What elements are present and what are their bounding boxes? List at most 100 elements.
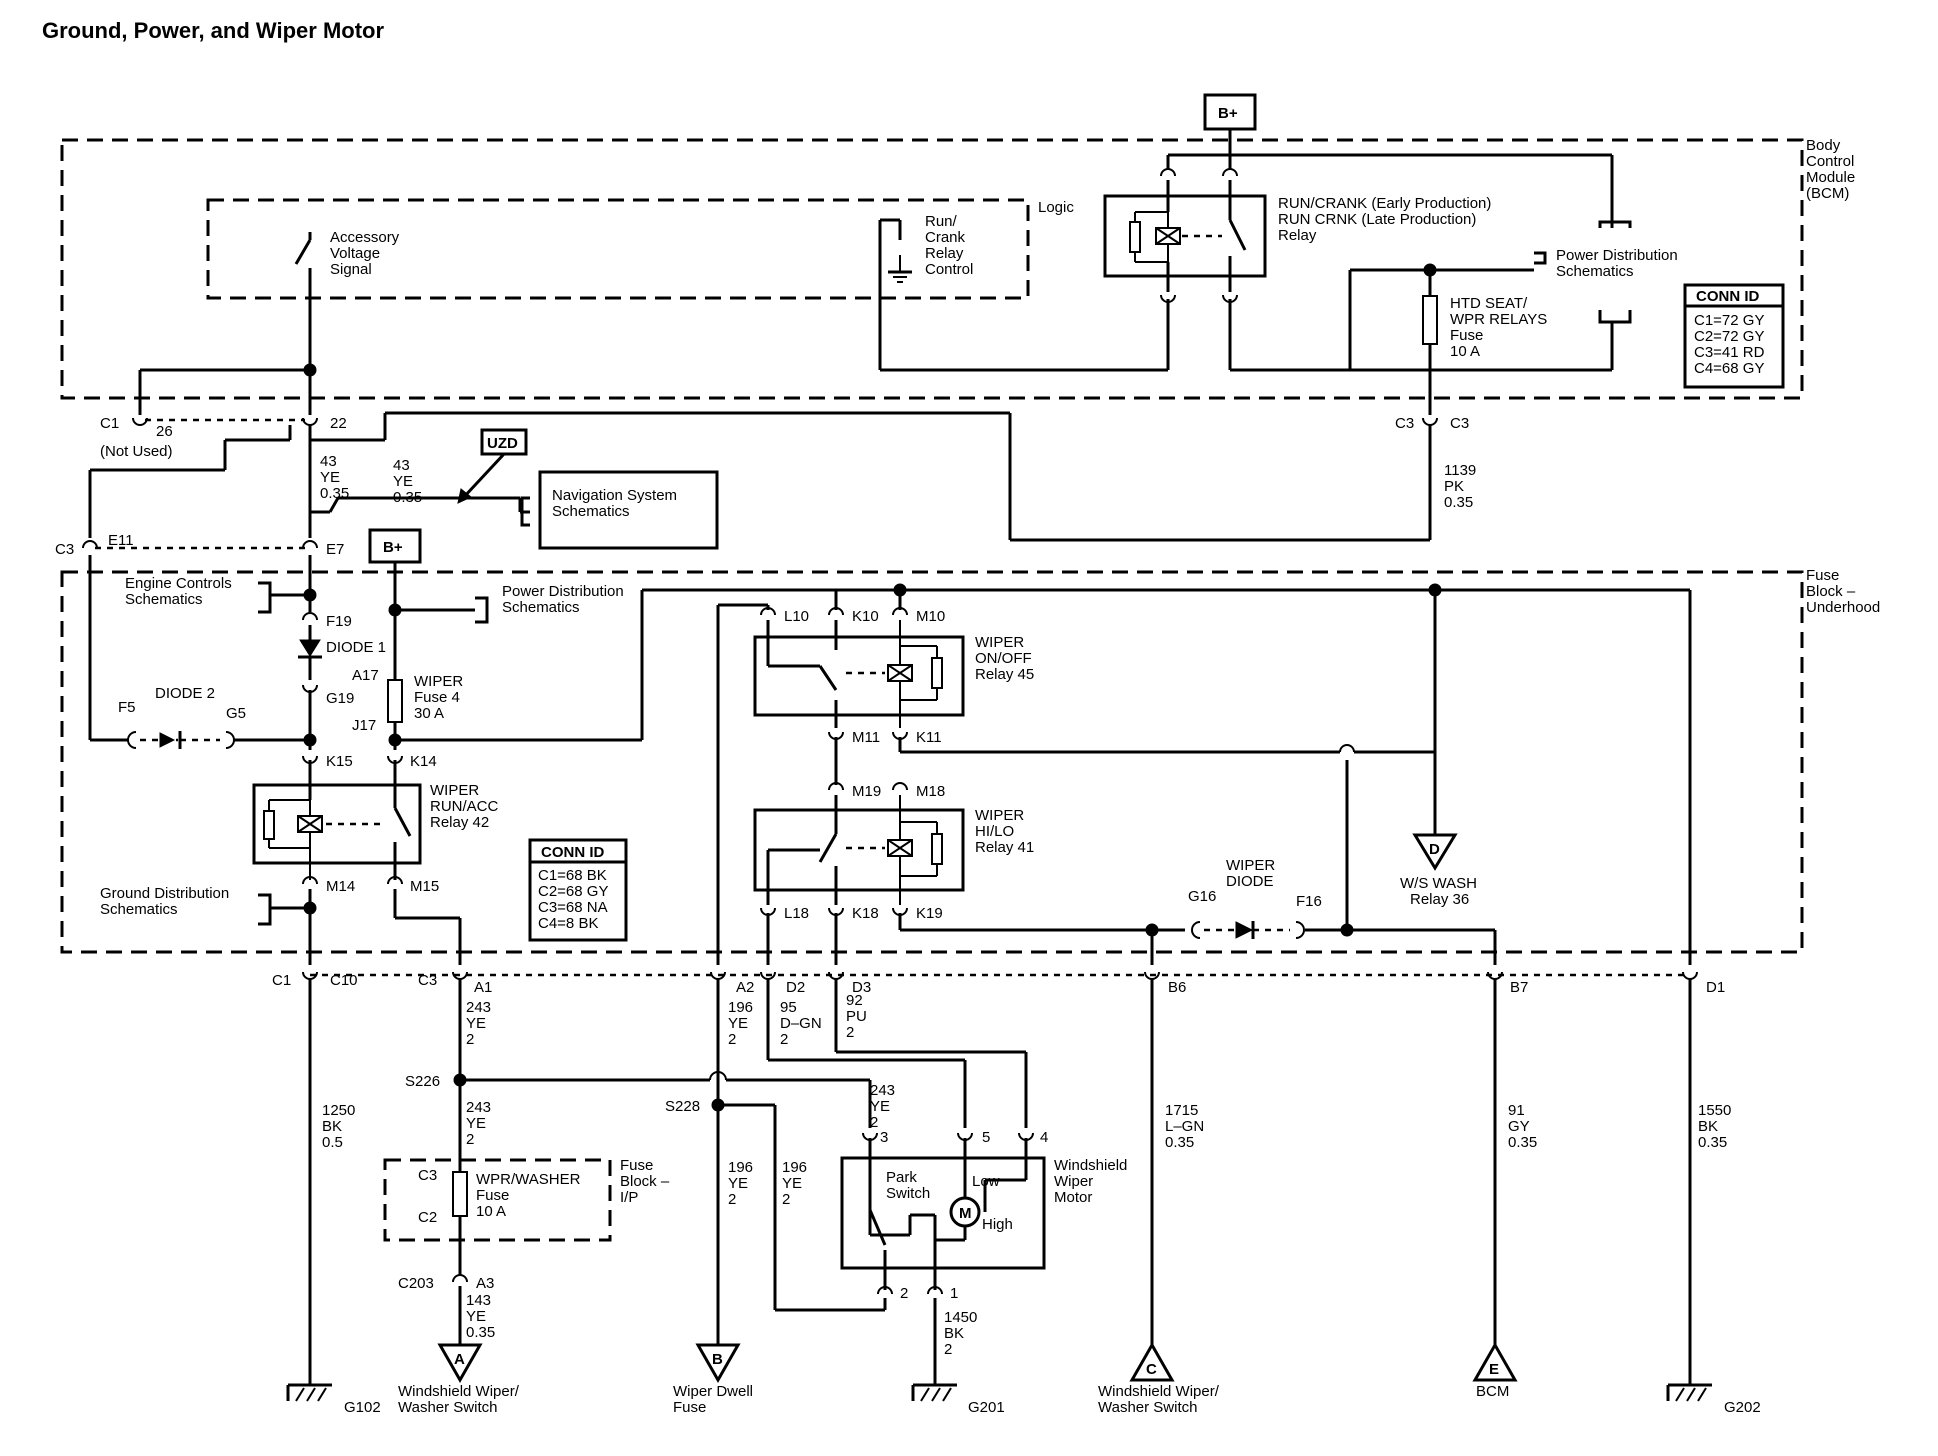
pin-c1: C1 [272,972,291,989]
svg-text:Relay 42: Relay 42 [430,814,489,831]
svg-text:W/S WASH: W/S WASH [1400,875,1477,892]
wire-1715: 1715 L–GN 0.35 [1165,1102,1204,1151]
pin-d3: D3 [852,979,871,996]
svg-text:Fuse: Fuse [476,1187,509,1204]
b-plus-top: B+ [1203,93,1257,131]
svg-text:1715: 1715 [1165,1102,1198,1119]
fb-k15: K15 [326,753,353,770]
pin-a1: A1 [474,979,492,996]
svg-text:C2=68 GY: C2=68 GY [538,883,608,900]
svg-text:A17: A17 [352,667,379,684]
pin-c10: C10 [330,972,358,989]
svg-text:J17: J17 [352,717,376,734]
bcm-c1-label: C1 [100,415,119,432]
svg-text:D: D [1429,841,1440,858]
logic-boundary [206,198,1030,300]
svg-text:WIPER: WIPER [975,634,1024,651]
svg-text:C: C [1146,1361,1157,1378]
svg-text:95: 95 [780,999,797,1016]
fb-k18: K18 [852,905,879,922]
svg-text:YE: YE [466,1308,486,1325]
svg-text:F16: F16 [1296,893,1322,910]
svg-text:2: 2 [780,1031,788,1048]
svg-text:WPR RELAYS: WPR RELAYS [1450,311,1547,328]
fb-k11: K11 [916,729,942,746]
wire-95: 95 D–GN 2 [780,999,822,1048]
uzd-option: UZD [457,428,528,504]
svg-text:YE: YE [782,1175,802,1192]
svg-text:E: E [1489,1361,1499,1378]
svg-text:30 A: 30 A [414,705,444,722]
svg-text:Ground Distribution: Ground Distribution [100,885,229,902]
fb-g19: G19 [326,690,354,707]
svg-text:C4=68 GY: C4=68 GY [1694,360,1764,377]
svg-text:196: 196 [728,999,753,1016]
wire-143: 143 YE 0.35 [466,1292,495,1341]
svg-text:Relay: Relay [1278,227,1317,244]
svg-text:2: 2 [846,1024,854,1041]
svg-text:0.35: 0.35 [1508,1134,1537,1151]
svg-text:0.35: 0.35 [1165,1134,1194,1151]
run-crank-relay-label: RUN/CRANK (Early Production) RUN CRNK (L… [1278,195,1491,244]
svg-text:YE: YE [466,1015,486,1032]
fuse-block-conn-id: CONN ID C1=68 BK C2=68 GY C3=68 NA C4=8 … [528,838,628,942]
svg-text:0.35: 0.35 [1444,494,1473,511]
svg-text:243: 243 [466,1099,491,1116]
wire-91: 91 GY 0.35 [1508,1102,1537,1151]
svg-text:243: 243 [466,999,491,1016]
svg-text:RUN/ACC: RUN/ACC [430,798,499,815]
fuse-block-label: Fuse Block – Underhood [1806,567,1880,616]
svg-text:BK: BK [1698,1118,1718,1135]
ground-distribution-schematics: Ground Distribution Schematics [100,885,229,918]
svg-text:B+: B+ [1218,105,1238,122]
svg-text:Windshield Wiper/: Windshield Wiper/ [398,1383,520,1400]
svg-text:Switch: Switch [886,1185,930,1202]
accessory-voltage-signal: Accessory Voltage Signal [294,229,400,415]
svg-text:Control: Control [925,261,973,278]
svg-text:GY: GY [1508,1118,1530,1135]
run-crank-control: Run/ Crank Relay Control [878,213,1170,372]
motor-pin-2: 2 [900,1285,908,1302]
pin-a2: A2 [736,979,754,996]
svg-text:BK: BK [322,1118,342,1135]
svg-text:0.35: 0.35 [466,1324,495,1341]
pin-d2: D2 [786,979,805,996]
diode-2: DIODE 2 F5 G5 [118,685,246,749]
svg-text:Fuse: Fuse [620,1157,653,1174]
wire-1250: 1250 BK 0.5 [322,1102,355,1151]
svg-text:1450: 1450 [944,1309,977,1326]
svg-text:Washer Switch: Washer Switch [1098,1399,1197,1416]
svg-text:2: 2 [782,1191,790,1208]
svg-text:1250: 1250 [322,1102,355,1119]
svg-text:2: 2 [728,1031,736,1048]
svg-text:RUN CRNK (Late Production): RUN CRNK (Late Production) [1278,211,1476,228]
splice-s226: S226 [405,1073,440,1090]
svg-text:Wiper Dwell: Wiper Dwell [673,1383,753,1400]
bcm-c3-right: C3 [1450,415,1469,432]
run-crank-relay [1103,180,1267,292]
wire-92: 92 PU 2 [846,992,867,1041]
relay-42: WIPER RUN/ACC Relay 42 [252,760,499,880]
svg-text:Schematics: Schematics [552,503,630,520]
svg-text:Voltage: Voltage [330,245,380,262]
svg-text:196: 196 [728,1159,753,1176]
svg-text:G16: G16 [1188,888,1216,905]
svg-text:(BCM): (BCM) [1806,185,1849,202]
svg-text:2: 2 [466,1031,474,1048]
svg-text:WIPER: WIPER [414,673,463,690]
svg-text:Underhood: Underhood [1806,599,1880,616]
svg-text:Motor: Motor [1054,1189,1092,1206]
svg-text:G5: G5 [226,705,246,722]
svg-text:196: 196 [782,1159,807,1176]
fb-k10: K10 [852,608,879,625]
svg-text:YE: YE [466,1115,486,1132]
svg-text:2: 2 [728,1191,736,1208]
dest-b: B Wiper Dwell Fuse [673,1343,753,1416]
relay-45: WIPER ON/OFF Relay 45 [753,620,1034,728]
svg-text:2: 2 [870,1114,878,1131]
bcm-label: Body Control Module (BCM) [1806,137,1855,202]
svg-text:ON/OFF: ON/OFF [975,650,1032,667]
fb-l18: L18 [784,905,809,922]
pin-a3: A3 [476,1275,494,1292]
